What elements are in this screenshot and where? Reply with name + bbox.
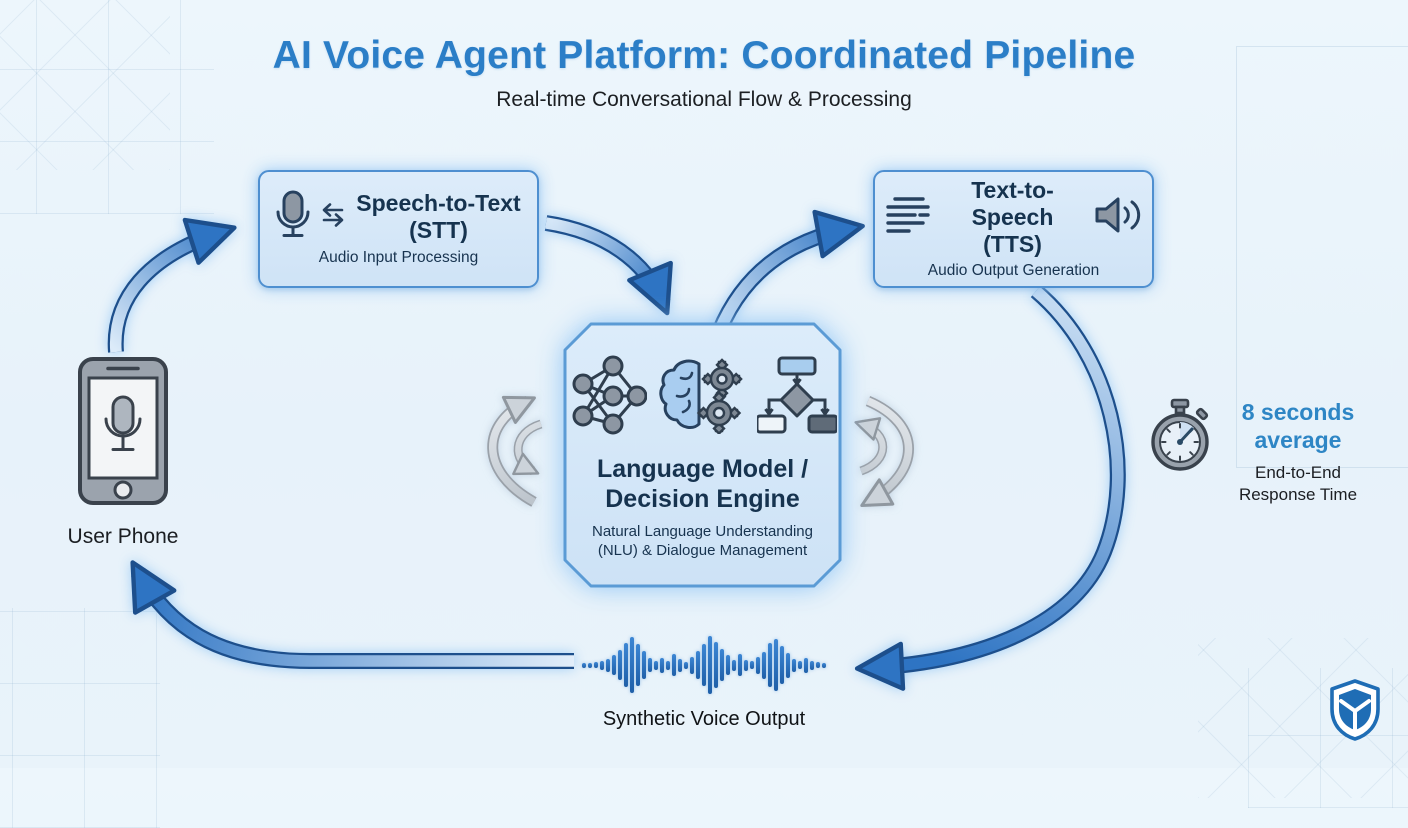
stt-node: Speech-to-Text (STT) Audio Input Process… [258,170,539,288]
arrow-stt-to-engine [544,215,673,316]
waveform-bar [714,642,718,688]
engine-cycle-left-icon [487,395,543,507]
transfer-arrows-icon [320,202,346,233]
shield-logo-icon [1328,679,1382,746]
response-time-metric: 8 seconds average End-to-End Response Ti… [1148,398,1368,506]
metric-value: 8 seconds average [1241,399,1355,453]
flowchart-icon [755,356,838,439]
waveform-bar [594,662,598,668]
user-phone-node: User Phone [62,356,184,549]
waveform-bar [756,656,760,674]
waveform-bar [726,655,730,675]
tts-title: Text-to-Speech (TTS) [971,176,1054,257]
speaker-waves-icon [1094,195,1142,240]
neural-network-icon [569,354,647,441]
smartphone-microphone-icon [77,357,169,510]
waveform-bar [774,639,778,691]
waveform-bar [606,658,610,672]
waveform-bar [768,643,772,687]
waveform-bar [750,661,754,669]
waveform-bar [588,662,592,668]
voice-output-node: Synthetic Voice Output [0,630,1408,731]
tts-subtitle: Audio Output Generation [927,261,1100,279]
engine-cycle-right-icon [854,395,914,507]
waveform-bar [672,654,676,676]
waveform-bar [612,655,616,675]
waveform-bar [654,660,658,670]
page-subtitle: Real-time Conversational Flow & Processi… [496,88,912,111]
stt-subtitle: Audio Input Processing [318,248,479,266]
waveform-bar [744,659,748,671]
gear-top [700,357,743,400]
microphone-icon [276,190,310,245]
arrow-phone-to-stt [107,217,237,353]
header: AI Voice Agent Platform: Coordinated Pip… [0,34,1408,112]
waveform-bar [804,657,808,673]
waveform-bar [708,636,712,694]
waveform-bar [816,662,820,668]
waveform-bar [762,651,766,679]
user-phone-label: User Phone [67,525,179,548]
waveform-bar [678,658,682,672]
gear-bottom [696,390,741,435]
waveform-bar [624,643,628,687]
waveform-bar [738,654,742,676]
waveform-bar [648,658,652,672]
waveform-bar [630,637,634,693]
stt-title: Speech-to-Text (STT) [356,190,521,243]
arrow-engine-to-tts [711,209,865,336]
waveform-bar [696,651,700,679]
waveform-bar [780,646,784,684]
waveform-bar [798,661,802,669]
waveform-bar [810,660,814,670]
waveform-bar [600,660,604,670]
arrow-tts-to-voice-output [854,284,1126,691]
waveform-bar [666,660,670,670]
voice-output-label: Synthetic Voice Output [602,708,806,730]
page-title: AI Voice Agent Platform: Coordinated Pip… [272,34,1136,77]
waveform-bar [660,657,664,673]
engine-icons [569,354,838,441]
stopwatch-icon [1148,398,1212,477]
engine-node: Language Model / Decision Engine Natural… [563,322,842,588]
waveform-bar [690,656,694,674]
arrow-voice-output-to-phone [130,560,574,669]
waveform-bar [732,659,736,671]
brain-gears-icon [658,356,745,439]
waveform-bar [636,644,640,686]
engine-subtitle: Natural Language Understanding (NLU) & D… [592,523,813,559]
waveform-bar [702,644,706,686]
waveform-bar [822,662,826,668]
waveform-bar [792,658,796,672]
waveform-bar [642,651,646,679]
waveform-bar [618,650,622,680]
waveform-bar [582,662,586,668]
flow-arrows-layer [107,209,1126,691]
metric-description: End-to-End Response Time [1238,463,1358,504]
engine-title: Language Model / Decision Engine [596,455,809,513]
waveform-bar [720,649,724,681]
text-lines-icon [885,194,931,241]
waveform-bar [684,661,688,669]
waveform-bar [786,652,790,678]
voice-waveform [582,630,826,700]
tts-node: Text-to-Speech (TTS) Audio Output Genera… [873,170,1154,288]
